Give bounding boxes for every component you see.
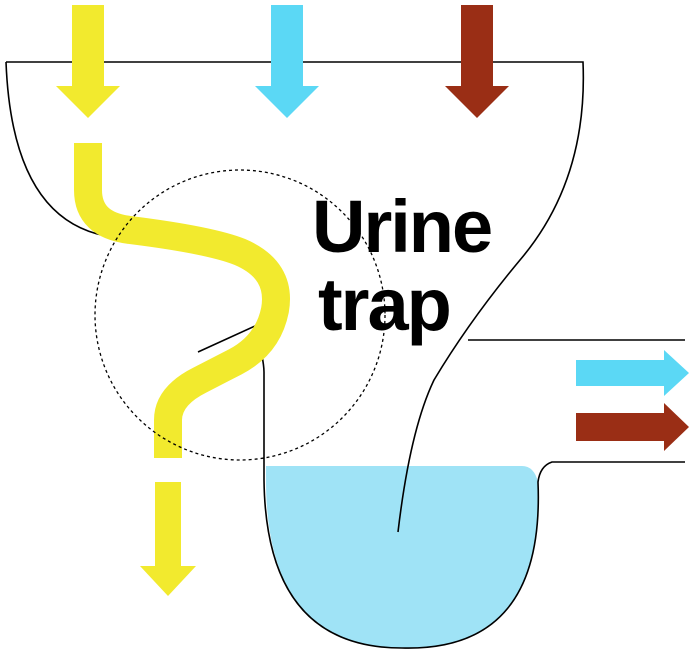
urine-inflow-arrow [56, 5, 120, 118]
diagram-label-line2: trap [318, 263, 450, 346]
solid-inflow-arrow [445, 5, 509, 118]
urine-down-outlet-arrow [140, 482, 196, 596]
water-outflow-arrow [576, 350, 689, 396]
water-inflow-arrow [255, 5, 319, 118]
solid-outflow-arrow [576, 403, 689, 451]
bowl-water-pool [266, 466, 539, 649]
diagram-label-line1: Urine [312, 185, 491, 268]
urine-trap-circle [94, 169, 386, 461]
urine-channel [74, 143, 290, 458]
bowl-outline [6, 61, 585, 533]
siphon-inner-wall [197, 324, 685, 649]
